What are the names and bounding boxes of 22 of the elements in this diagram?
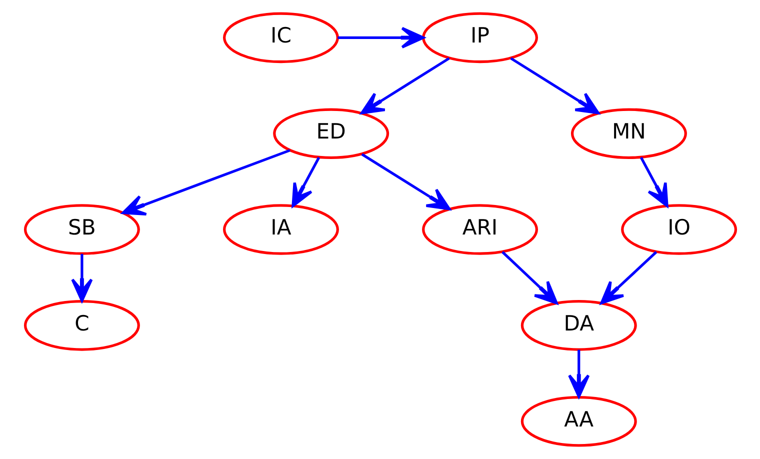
arrow	[291, 156, 320, 208]
arrow	[360, 57, 450, 114]
arrow	[568, 350, 590, 398]
node-ellipse: ARI	[422, 204, 538, 255]
node-ellipse: DA	[520, 300, 636, 351]
node-ellipse: IP	[422, 12, 538, 64]
node-ellipse: AA	[520, 396, 636, 447]
arrow	[360, 153, 450, 210]
node-ellipse: IO	[620, 204, 737, 255]
arrow	[121, 149, 290, 216]
arrow	[70, 254, 92, 302]
node-ellipse: IC	[222, 12, 338, 64]
arrow	[501, 251, 558, 304]
node-ellipse: ED	[272, 108, 389, 159]
node-ellipse: C	[23, 300, 140, 351]
arrow	[337, 26, 424, 48]
arrow	[600, 251, 657, 304]
arrow	[639, 156, 668, 208]
node-ellipse: MN	[570, 108, 686, 159]
arrow	[510, 57, 599, 114]
node-ellipse: SB	[23, 204, 140, 255]
node-ellipse: IA	[222, 204, 338, 255]
